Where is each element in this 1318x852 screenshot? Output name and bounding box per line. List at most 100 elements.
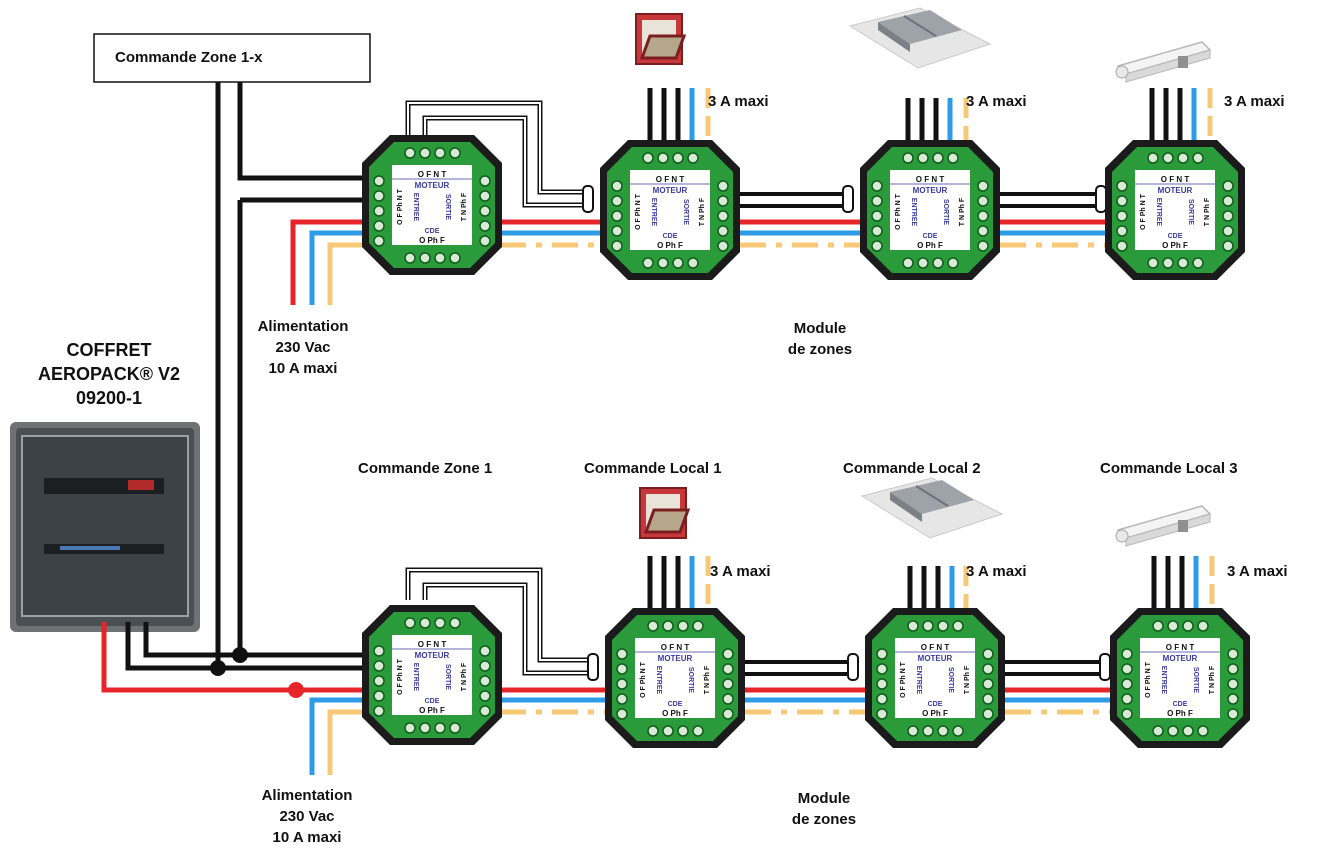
- module-text-left: O F Ph N T: [635, 193, 642, 230]
- zone-module-top-3: [859, 139, 1001, 281]
- module-text-right: T N Ph F: [704, 665, 711, 694]
- module-text-bottom: O Ph F: [917, 241, 943, 250]
- module-labels: O F N T MOTEUR ENTREE SORTIE O F Ph N T T N P…: [397, 170, 1216, 718]
- module-text-right: T N Ph F: [461, 662, 468, 691]
- module-text-cde: CDE: [425, 228, 440, 235]
- module-text-sortie: SORTIE: [1187, 199, 1194, 225]
- module-text-left: O F Ph N T: [1140, 193, 1147, 230]
- module-text-sortie: SORTIE: [942, 199, 949, 225]
- module-text-right: T N Ph F: [1209, 665, 1216, 694]
- zone-module-top-1: [361, 134, 503, 276]
- module-text-entree: ENTREE: [412, 663, 419, 692]
- module-text-top: O F N T: [1161, 175, 1190, 184]
- command-local-1-label: Commande Local 1: [584, 460, 722, 477]
- module-text-sortie: SORTIE: [1192, 667, 1199, 693]
- power-supply-label-top: Alimentation 230 Vac 10 A maxi: [238, 316, 368, 379]
- module-text-entree: ENTREE: [412, 193, 419, 222]
- module-text-left: O F Ph N T: [1145, 661, 1152, 698]
- current-label-top-3: 3 A maxi: [1224, 93, 1285, 110]
- zone-module-bottom-2: [604, 607, 746, 749]
- module-text-right: T N Ph F: [959, 197, 966, 226]
- module-text-cde: CDE: [1168, 233, 1183, 240]
- power-line3: 10 A maxi: [272, 829, 342, 846]
- module-text-left: O F Ph N T: [397, 658, 404, 695]
- command-zone-1-label: Commande Zone 1: [358, 460, 493, 477]
- power-line2: 230 Vac: [279, 808, 335, 825]
- module-text-cde: CDE: [668, 701, 683, 708]
- module-line2: de zones: [791, 811, 857, 828]
- window-icon: [638, 486, 690, 540]
- module-text-entree: ENTREE: [655, 666, 662, 695]
- module-text-cde: CDE: [663, 233, 678, 240]
- window-icon: [634, 12, 686, 66]
- module-text-bottom: O Ph F: [922, 709, 948, 718]
- module-text-sortie: SORTIE: [682, 199, 689, 225]
- module-text-top: O F N T: [418, 170, 447, 179]
- command-local-2-label: Commande Local 2: [843, 460, 981, 477]
- module-line1: Module: [797, 790, 851, 807]
- module-text-cde: CDE: [1173, 701, 1188, 708]
- zone-module-bottom-1: [361, 604, 503, 746]
- current-label-top-2: 3 A maxi: [966, 93, 1027, 110]
- module-text-sortie: SORTIE: [947, 667, 954, 693]
- power-line2: 230 Vac: [275, 339, 331, 356]
- module-text-right: T N Ph F: [964, 665, 971, 694]
- power-supply-label-bottom: Alimentation 230 Vac 10 A maxi: [242, 785, 372, 848]
- module-text-left: O F Ph N T: [397, 188, 404, 225]
- module-text-bottom: O Ph F: [419, 706, 445, 715]
- coffret-cabinet-image: [10, 422, 200, 632]
- power-line3: 10 A maxi: [268, 360, 338, 377]
- coffret-wires: [101, 622, 370, 693]
- module-text-cde: CDE: [425, 698, 440, 705]
- module-text-bottom: O Ph F: [1162, 241, 1188, 250]
- module-text-top: O F N T: [916, 175, 945, 184]
- module-text-sortie: SORTIE: [444, 194, 451, 220]
- module-text-top: O F N T: [661, 643, 690, 652]
- module-text-right: T N Ph F: [1204, 197, 1211, 226]
- module-text-moteur: MOTEUR: [1158, 186, 1193, 195]
- module-text-top: O F N T: [921, 643, 950, 652]
- current-label-top-1: 3 A maxi: [708, 93, 769, 110]
- module-text-top: O F N T: [418, 640, 447, 649]
- module-text-entree: ENTREE: [1160, 666, 1167, 695]
- command-box-frame: [93, 33, 371, 83]
- module-text-bottom: O Ph F: [657, 241, 683, 250]
- power-line1: Alimentation: [261, 787, 353, 804]
- coffret-label: COFFRET AEROPACK® V2 09200-1: [14, 338, 204, 410]
- module-text-moteur: MOTEUR: [415, 651, 450, 660]
- module-text-entree: ENTREE: [915, 666, 922, 695]
- module-text-sortie: SORTIE: [687, 667, 694, 693]
- zone-module-bottom-3: [864, 607, 1006, 749]
- module-text-right: T N Ph F: [699, 197, 706, 226]
- actuator-icon: [1115, 41, 1211, 83]
- module-text-left: O F Ph N T: [900, 661, 907, 698]
- zone-module-label-top: Module de zones: [770, 318, 870, 360]
- module-text-moteur: MOTEUR: [415, 181, 450, 190]
- zone-module-bottom-4: [1109, 607, 1251, 749]
- zone-module-top-4: [1104, 139, 1246, 281]
- module-line1: Module: [793, 320, 847, 337]
- current-label-bottom-2: 3 A maxi: [966, 563, 1027, 580]
- module-text-bottom: O Ph F: [419, 236, 445, 245]
- coffret-line2: AEROPACK® V2: [38, 364, 180, 384]
- module-line2: de zones: [787, 341, 853, 358]
- module-text-cde: CDE: [923, 233, 938, 240]
- module-text-bottom: O Ph F: [662, 709, 688, 718]
- module-text-moteur: MOTEUR: [653, 186, 688, 195]
- coffret-line1: COFFRET: [66, 340, 152, 360]
- smoke-vent-icon: [849, 7, 991, 69]
- module-text-sortie: SORTIE: [444, 664, 451, 690]
- smoke-vent-icon: [861, 477, 1003, 539]
- module-text-moteur: MOTEUR: [913, 186, 948, 195]
- current-label-bottom-1: 3 A maxi: [710, 563, 771, 580]
- module-text-entree: ENTREE: [1155, 198, 1162, 227]
- module-text-bottom: O Ph F: [1167, 709, 1193, 718]
- command-zone-1x-label: Commande Zone 1-x: [115, 49, 263, 66]
- command-local-3-label: Commande Local 3: [1100, 460, 1238, 477]
- module-text-moteur: MOTEUR: [918, 654, 953, 663]
- module-text-entree: ENTREE: [910, 198, 917, 227]
- module-text-top: O F N T: [656, 175, 685, 184]
- module-text-right: T N Ph F: [461, 192, 468, 221]
- module-text-top: O F N T: [1166, 643, 1195, 652]
